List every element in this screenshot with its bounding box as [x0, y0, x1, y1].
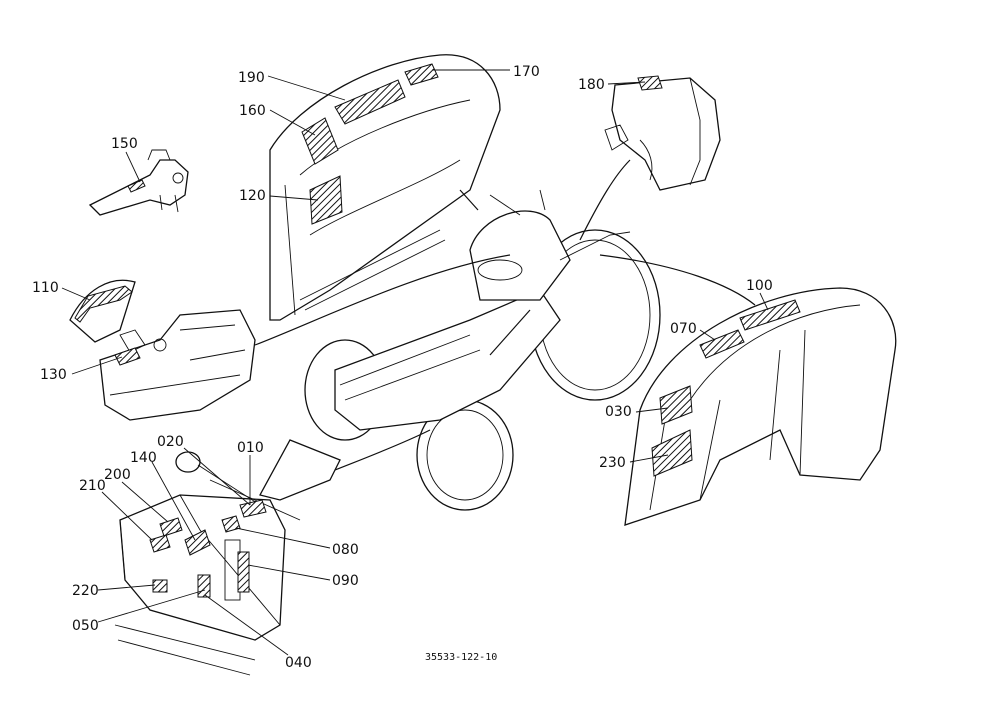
fender-assembly [624, 287, 897, 526]
decal-040 [197, 574, 211, 598]
decal-170 [404, 63, 439, 86]
decal-130 [114, 347, 141, 366]
callout-140: 140 [130, 450, 157, 466]
decal-110 [74, 285, 133, 323]
assembly-arrows [254, 159, 756, 471]
decal-030 [659, 385, 693, 425]
decal-190 [334, 79, 406, 125]
decal-100 [739, 299, 801, 331]
decal-090 [237, 551, 250, 593]
decal-160 [301, 117, 339, 165]
decal-140 [184, 529, 211, 556]
callout-030: 030 [605, 404, 632, 420]
decal-070 [699, 329, 745, 359]
callout-130: 130 [40, 367, 67, 383]
callout-010: 010 [237, 440, 264, 456]
callout-020: 020 [157, 434, 184, 450]
callout-leaders [61, 69, 769, 656]
callout-070: 070 [670, 321, 697, 337]
callout-190: 190 [238, 70, 265, 86]
callout-210: 210 [79, 478, 106, 494]
decal-150 [127, 179, 146, 193]
side-cover [604, 77, 721, 191]
drawing-number: 35533-122-10 [425, 652, 497, 663]
decal-120 [309, 175, 343, 225]
callout-150: 150 [111, 136, 138, 152]
callout-labels: 190 170 160 180 150 120 110 130 100 070 … [32, 64, 773, 671]
callout-080: 080 [332, 542, 359, 558]
decal-200 [159, 517, 183, 537]
callout-050: 050 [72, 618, 99, 634]
callout-120: 120 [239, 188, 266, 204]
callout-180: 180 [578, 77, 605, 93]
hood-panel [269, 54, 501, 321]
decal-010 [239, 499, 267, 518]
callout-100: 100 [746, 278, 773, 294]
callout-040: 040 [285, 655, 312, 671]
decal-220 [152, 579, 168, 593]
tractor-body [304, 189, 661, 511]
decal-230 [651, 429, 693, 477]
callout-170: 170 [513, 64, 540, 80]
decal-080 [221, 515, 241, 533]
decal-210 [149, 534, 171, 553]
callout-090: 090 [332, 573, 359, 589]
callout-200: 200 [104, 467, 131, 483]
callout-160: 160 [239, 103, 266, 119]
step-panel [114, 439, 341, 676]
callout-110: 110 [32, 280, 59, 296]
callout-220: 220 [72, 583, 99, 599]
callout-230: 230 [599, 455, 626, 471]
decal-180 [637, 75, 663, 91]
